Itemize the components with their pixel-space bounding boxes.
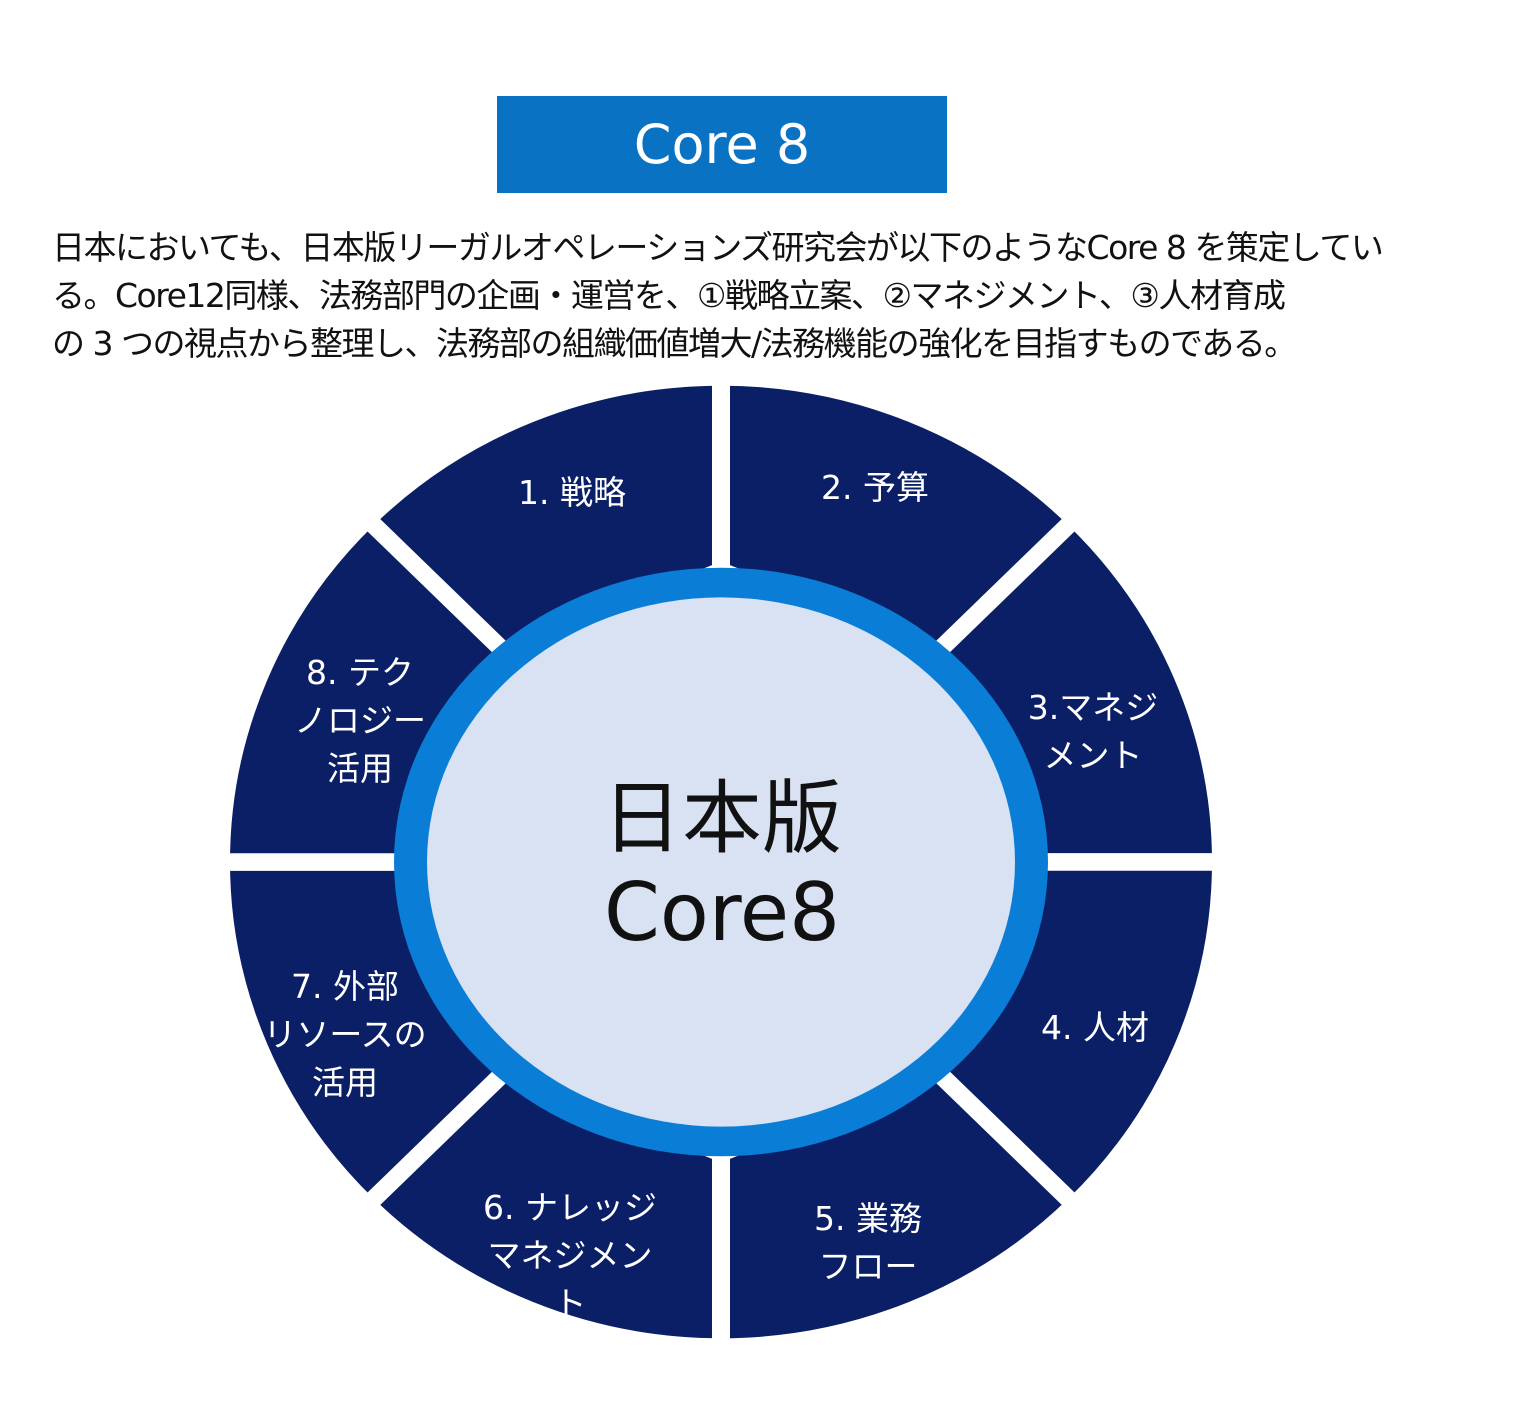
segment-label-line: 活用 xyxy=(327,749,393,788)
center-title: 日本版 xyxy=(602,772,842,865)
segment-label-line: 5. 業務 xyxy=(814,1199,922,1238)
segment-label-6: 6. ナレッジマネジメント xyxy=(483,1188,657,1323)
title-banner: Core 8 xyxy=(497,96,947,193)
segment-label-7: 7. 外部リソースの活用 xyxy=(263,967,426,1102)
description-line: 日本においても、日本版リーガルオペレーションズ研究会が以下のようなCore 8 … xyxy=(52,228,1384,267)
segment-label-line: メント xyxy=(1044,736,1143,775)
segment-label-4: 4. 人材 xyxy=(1041,1008,1149,1047)
description-line: る。Core12同様、法務部門の企画・運営を、①戦略立案、②マネジメント、③人材… xyxy=(52,276,1286,315)
segment-label-line: 8. テク xyxy=(306,653,414,692)
segment-label-line: 2. 予算 xyxy=(821,468,929,507)
center-circle xyxy=(427,597,1015,1127)
segment-label-5: 5. 業務フロー xyxy=(814,1199,922,1286)
segment-label-3: 3.マネジメント xyxy=(1028,688,1159,775)
segment-label-8: 8. テクノロジー活用 xyxy=(294,653,426,788)
segment-label-line: 3.マネジ xyxy=(1028,688,1159,727)
segment-label-line: ト xyxy=(554,1284,587,1323)
description-line: の 3 つの視点から整理し、法務部の組織価値増大/法務機能の強化を目指すものであ… xyxy=(52,324,1297,363)
description: 日本においても、日本版リーガルオペレーションズ研究会が以下のようなCore 8 … xyxy=(52,224,1492,368)
segment-label-line: ノロジー xyxy=(294,701,426,740)
segment-label-1: 1. 戦略 xyxy=(518,473,626,512)
center-subtitle: Core8 xyxy=(604,866,840,959)
segment-label-line: 活用 xyxy=(312,1063,378,1102)
segment-label-line: フロー xyxy=(819,1247,918,1286)
segment-label-line: 7. 外部 xyxy=(291,967,399,1006)
title-text: Core 8 xyxy=(633,113,811,176)
segment-label-line: 6. ナレッジ xyxy=(483,1188,657,1227)
segment-label-line: 4. 人材 xyxy=(1041,1008,1149,1047)
segment-label-line: 1. 戦略 xyxy=(518,473,626,512)
segment-label-2: 2. 予算 xyxy=(821,468,929,507)
segment-label-line: リソースの xyxy=(263,1015,426,1054)
segment-label-line: マネジメン xyxy=(488,1236,653,1275)
